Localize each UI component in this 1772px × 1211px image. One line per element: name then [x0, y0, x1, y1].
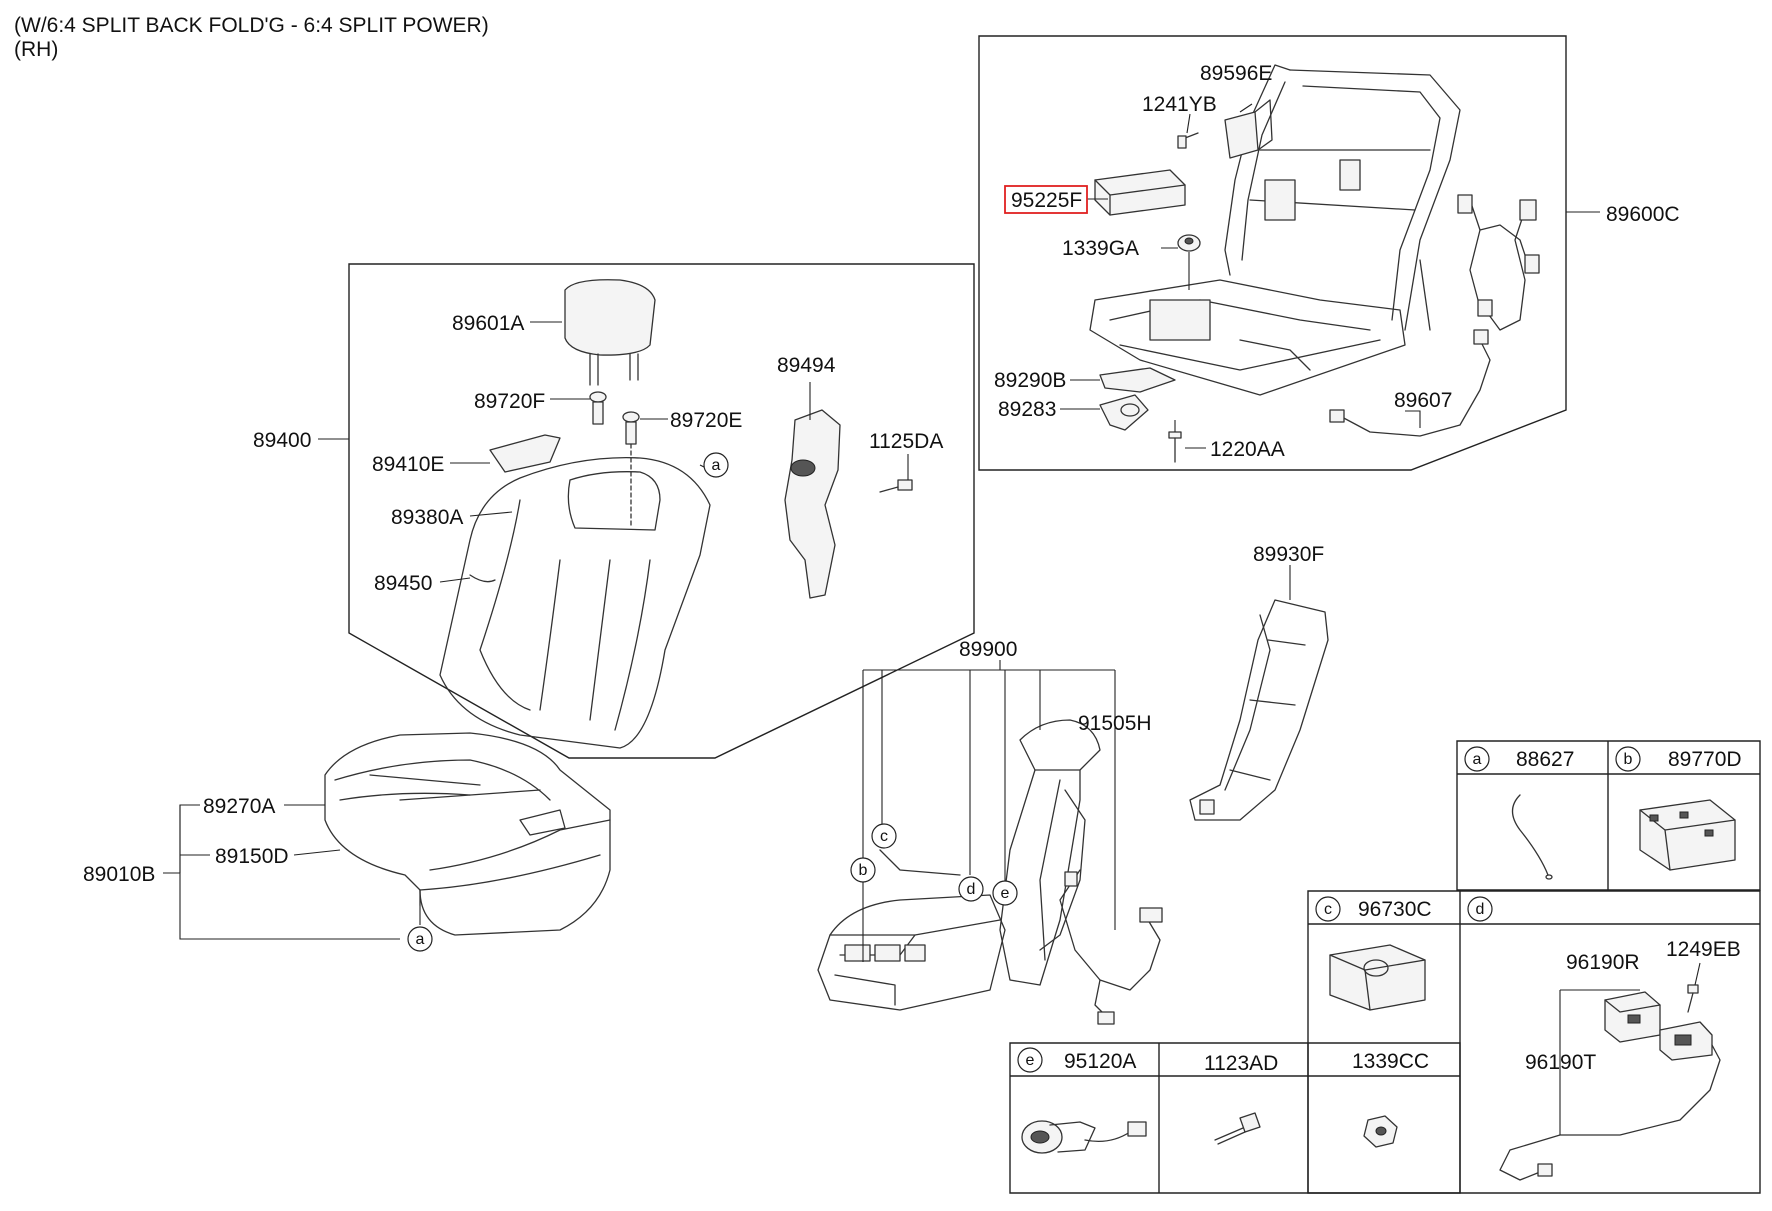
backrest-cover-drawing	[439, 457, 711, 749]
callout-letter: b	[859, 862, 868, 879]
switch-89770d-drawing	[1639, 799, 1736, 871]
frame-group-border	[978, 35, 1567, 471]
part-label-89380a[interactable]: 89380A	[391, 506, 463, 529]
part-label-89607[interactable]: 89607	[1394, 389, 1452, 412]
bolt-1249eb-drawing	[1687, 984, 1699, 1013]
module-89596e-drawing	[1224, 99, 1273, 159]
callout-letter: a	[1473, 751, 1482, 768]
callout-e-table: e	[1017, 1047, 1043, 1073]
callout-letter: d	[1476, 901, 1485, 918]
callout-d-armrest: d	[958, 876, 984, 902]
part-labels: 95225F 89596E 1241YB 89600C 1339GA 89290…	[83, 62, 1742, 1075]
callout-b-table: b	[1615, 746, 1641, 772]
armrest-harness-drawing	[879, 849, 1163, 1025]
part-label-89494[interactable]: 89494	[777, 354, 836, 377]
part-label-1123ad[interactable]: 1123AD	[1204, 1052, 1278, 1075]
part-label-89283[interactable]: 89283	[998, 398, 1056, 421]
part-label-1249eb[interactable]: 1249EB	[1666, 938, 1741, 961]
bolt-1241yb-drawing	[1177, 132, 1199, 149]
part-label-96190t[interactable]: 96190T	[1525, 1051, 1596, 1074]
jack-96190r-drawing	[1604, 991, 1713, 1061]
part-label-89601a[interactable]: 89601A	[452, 312, 524, 335]
part-label-88627[interactable]: 88627	[1516, 748, 1574, 771]
callout-letter: a	[712, 457, 721, 474]
part-label-89270a[interactable]: 89270A	[203, 795, 275, 818]
bracket-89290b-drawing	[1099, 367, 1176, 393]
armrest-drawing	[817, 719, 1101, 1011]
header-title: (W/6:4 SPLIT BACK FOLD'G - 6:4 SPLIT POW…	[14, 14, 489, 37]
part-label-89150d[interactable]: 89150D	[215, 845, 289, 868]
part-label-95225f[interactable]: 95225F	[1011, 189, 1082, 212]
callout-letter: e	[1026, 1052, 1035, 1069]
part-label-95120a[interactable]: 95120A	[1064, 1050, 1136, 1073]
callout-letter: d	[967, 881, 976, 898]
escutcheon-89410e-drawing	[489, 434, 561, 473]
selected-part-highlight	[1004, 185, 1088, 214]
part-label-89930f[interactable]: 89930F	[1253, 543, 1324, 566]
legend-table	[1009, 740, 1761, 1194]
callout-b-armrest: b	[850, 857, 876, 883]
part-label-89290b[interactable]: 89290B	[994, 369, 1066, 392]
callout-letter: e	[1001, 885, 1010, 902]
leader-lines	[163, 103, 1701, 1135]
callout-a-backrest: a	[703, 452, 729, 478]
callout-letter: c	[880, 828, 888, 845]
module-95225f-drawing	[1094, 169, 1186, 216]
seat-frame-drawing	[1089, 64, 1461, 396]
bracket-89283-drawing	[1099, 394, 1149, 431]
nut-1339ga-drawing	[1177, 234, 1201, 252]
cable-96190t-drawing	[1499, 1044, 1721, 1181]
part-label-89720f[interactable]: 89720F	[474, 390, 545, 413]
callout-letter: c	[1324, 901, 1332, 918]
backrest-group-border	[348, 263, 975, 759]
cushion-drawing	[324, 732, 611, 936]
part-label-89410e[interactable]: 89410E	[372, 453, 444, 476]
callout-e-armrest: e	[992, 880, 1018, 906]
part-label-1220aa[interactable]: 1220AA	[1210, 438, 1285, 461]
callout-a-table: a	[1464, 746, 1490, 772]
part-label-89720e[interactable]: 89720E	[670, 409, 742, 432]
part-label-89900[interactable]: 89900	[959, 638, 1017, 661]
armrest-frame-89930f-drawing	[1189, 599, 1329, 821]
part-label-96730c[interactable]: 96730C	[1358, 898, 1432, 921]
part-label-89596e[interactable]: 89596E	[1200, 62, 1272, 85]
callout-d-table: d	[1467, 896, 1493, 922]
wire-88627-drawing	[1511, 794, 1553, 880]
hinge-89494-drawing	[784, 409, 841, 599]
connector-95120a-drawing	[1021, 1120, 1147, 1154]
part-label-89770d[interactable]: 89770D	[1668, 748, 1742, 771]
callout-letter: b	[1624, 751, 1633, 768]
callout-letter: a	[416, 931, 425, 948]
part-label-89450[interactable]: 89450	[374, 572, 432, 595]
headrest-drawing	[564, 279, 656, 386]
nut-1339cc-drawing	[1363, 1115, 1398, 1148]
bolt-1125da-drawing	[879, 479, 913, 493]
callout-c-table: c	[1315, 896, 1341, 922]
bolt-1220aa-drawing	[1168, 431, 1182, 463]
part-label-1241yb[interactable]: 1241YB	[1142, 93, 1217, 116]
callout-a-cushion: a	[407, 926, 433, 952]
controller-96730c-drawing	[1329, 944, 1426, 1011]
part-label-96190r[interactable]: 96190R	[1566, 951, 1640, 974]
guide-89720f-drawing	[589, 391, 607, 425]
part-label-89600c[interactable]: 89600C	[1606, 203, 1680, 226]
part-label-89010b[interactable]: 89010B	[83, 863, 155, 886]
part-label-89400[interactable]: 89400	[253, 429, 311, 452]
part-label-1125da[interactable]: 1125DA	[869, 430, 943, 453]
callout-c-armrest: c	[871, 823, 897, 849]
part-label-91505h[interactable]: 91505H	[1078, 712, 1152, 735]
callouts: a a c b d e a b	[407, 452, 1641, 1073]
guide-89720e-drawing	[622, 411, 640, 526]
part-label-1339cc[interactable]: 1339CC	[1352, 1050, 1429, 1073]
harness-89600c-drawing	[1457, 194, 1540, 331]
bolt-1123ad-drawing	[1214, 1112, 1261, 1145]
header-side: (RH)	[14, 38, 58, 61]
part-label-1339ga[interactable]: 1339GA	[1062, 237, 1139, 260]
harness-89607-drawing	[1329, 329, 1491, 437]
